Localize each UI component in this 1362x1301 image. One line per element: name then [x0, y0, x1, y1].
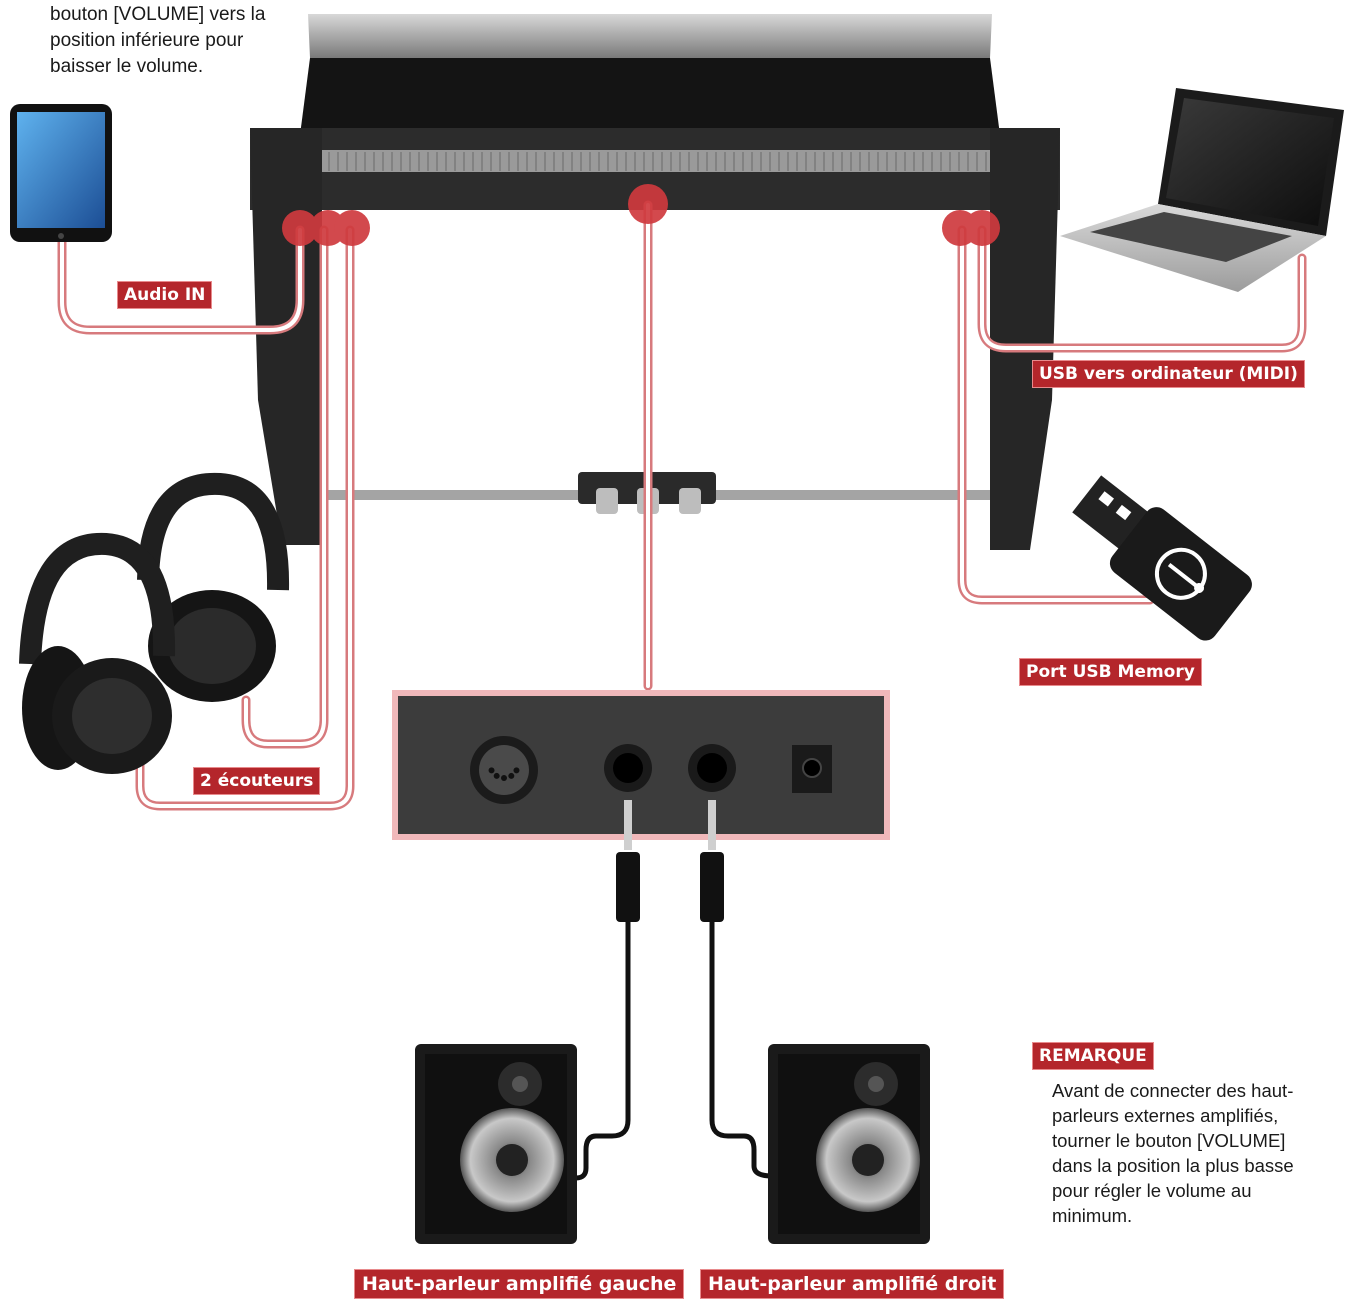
usb-stick-icon [1068, 471, 1252, 641]
midi-pin [488, 767, 495, 774]
output-panel [392, 690, 890, 840]
dot-audio-in [282, 210, 318, 246]
jack-port-icon [688, 744, 736, 792]
jack-plug-icon [575, 800, 640, 1181]
piano-lid-back [300, 58, 1000, 135]
piano-left-leg [250, 128, 322, 545]
connection-cables [57, 200, 1307, 811]
headphones-icon [19, 472, 290, 774]
label-usb-computer: USB vers ordinateur (MIDI) [1033, 361, 1304, 387]
top-note-line: baisser le volume. [50, 56, 204, 77]
tablet-icon [10, 104, 112, 242]
midi-pin [493, 772, 500, 779]
piano-lid [308, 14, 992, 58]
note-line: Avant de connecter des haut- [1052, 1080, 1294, 1101]
label-audio-in: Audio IN [118, 282, 212, 308]
top-note-line: bouton [VOLUME] vers la [50, 4, 266, 25]
note-line: minimum. [1052, 1205, 1133, 1226]
top-note-line: position inférieure pour [50, 30, 244, 51]
midi-port-icon [470, 736, 538, 804]
label-usb-memory: Port USB Memory [1020, 659, 1201, 685]
note-line: dans la position la plus basse [1052, 1155, 1294, 1176]
midi-pin [501, 775, 507, 781]
digital-piano [250, 14, 1060, 550]
dot-output-panel [628, 184, 668, 224]
midi-pin [513, 767, 520, 774]
note-title: REMARQUE [1033, 1043, 1153, 1069]
label-speaker-left: Haut-parleur amplifié gauche [355, 1270, 684, 1298]
speaker-icon [415, 1044, 577, 1244]
dc-power-port-icon [792, 745, 832, 793]
note-line: tourner le bouton [VOLUME] [1052, 1130, 1286, 1151]
note-body: Avant de connecter des haut- parleurs ex… [1052, 1078, 1327, 1228]
note-line: pour régler le volume au [1052, 1180, 1252, 1201]
piano-right-leg [990, 128, 1060, 550]
jack-plug-icon [700, 800, 773, 1179]
connection-points [282, 184, 1000, 246]
dot-usb-computer [964, 210, 1000, 246]
label-headphones: 2 écouteurs [194, 768, 320, 794]
top-note: bouton [VOLUME] vers la position inférie… [50, 2, 290, 80]
jack-port-icon [604, 744, 652, 792]
midi-pin [508, 772, 515, 779]
label-speaker-right: Haut-parleur amplifié droit [701, 1270, 1004, 1298]
dot-headphone-2 [334, 210, 370, 246]
laptop-icon [1060, 88, 1344, 292]
note-line: parleurs externes amplifiés, [1052, 1105, 1279, 1126]
speaker-icon [768, 1044, 930, 1244]
